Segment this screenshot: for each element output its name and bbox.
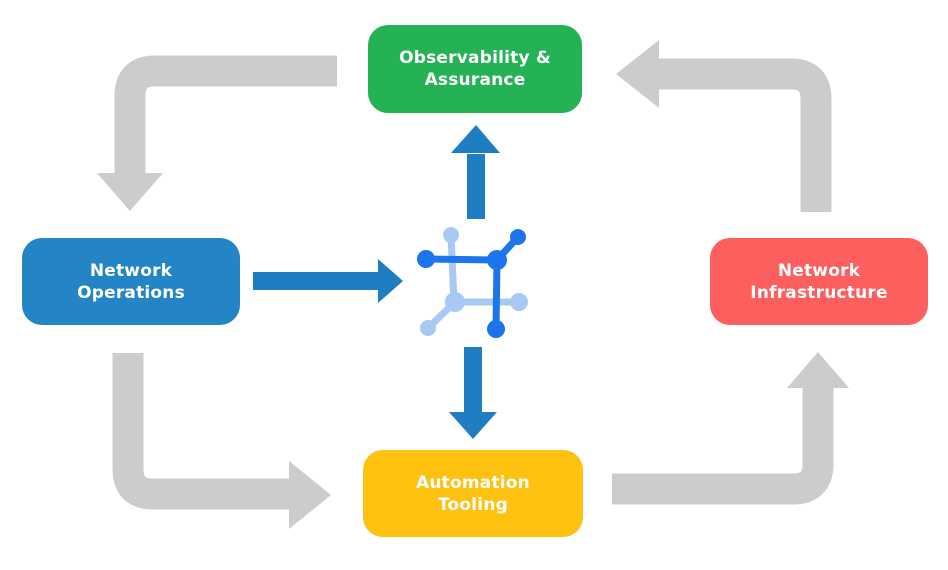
arrow-observability-to-operations [97, 55, 337, 211]
node-label-line2: Assurance [424, 70, 526, 90]
icon-top-edge [422, 255, 501, 264]
node-label-line1: Network [89, 260, 173, 281]
node-observability-assurance: Observability & Assurance [368, 25, 582, 113]
arrow-shaft [612, 387, 834, 505]
node-label-line2: Operations [77, 282, 185, 303]
arrow-center-to-automation [449, 347, 497, 439]
arrow-operations-to-center [253, 259, 403, 303]
arrow-shaft [112, 353, 290, 510]
icon-node [445, 292, 465, 312]
icon-node [417, 250, 435, 268]
icon-node [420, 320, 436, 336]
icon-light-nodes [420, 227, 528, 336]
node-automation-tooling: Automation Tooling [363, 450, 583, 537]
arrow-center-to-observability [451, 125, 500, 219]
icon-left-edge [447, 231, 458, 306]
arrow-automation-to-infrastructure [612, 352, 849, 505]
icon-node [510, 229, 526, 245]
node-network-operations: Network Operations [22, 238, 240, 325]
arrow-infrastructure-to-observability [616, 40, 832, 212]
node-label-line1: Network [777, 260, 861, 281]
arrow-operations-to-automation [112, 353, 331, 529]
arrow-head [451, 125, 500, 153]
network-automation-icon [417, 227, 528, 338]
icon-node [443, 227, 459, 243]
arrow-shaft [658, 58, 832, 212]
node-label-line1: Observability & [399, 48, 551, 68]
icon-node [487, 320, 505, 338]
icon-node [510, 293, 528, 311]
icon-node [487, 250, 507, 270]
arrow-head [378, 259, 403, 303]
icon-right-edge [492, 256, 501, 333]
arrow-head [787, 352, 849, 388]
node-label-line2: Infrastructure [750, 282, 888, 303]
node-network-infrastructure: Network Infrastructure [710, 238, 928, 325]
node-label-line2: Tooling [437, 494, 509, 515]
arrow-head [449, 412, 497, 439]
icon-dark-nodes [417, 229, 526, 338]
arrow-shaft [114, 55, 337, 174]
node-label-line1: Automation [416, 472, 530, 493]
arrow-head [97, 173, 163, 211]
arrow-head [616, 40, 659, 108]
arrow-head [289, 461, 331, 529]
